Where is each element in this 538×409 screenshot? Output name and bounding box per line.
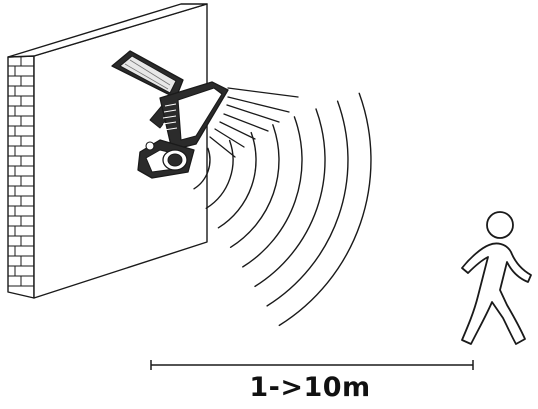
detection-wave-arc bbox=[278, 92, 372, 327]
detection-wave-arc bbox=[217, 131, 257, 229]
detection-wave-arc bbox=[266, 100, 349, 307]
detection-wave-arc bbox=[242, 116, 303, 268]
light-rays bbox=[209, 87, 299, 158]
detection-wave-arc bbox=[254, 108, 326, 288]
detection-wave-arc bbox=[193, 147, 211, 190]
detection-wave-arc bbox=[229, 124, 280, 248]
walking-person-icon bbox=[461, 211, 532, 345]
distance-line bbox=[150, 360, 474, 370]
motion-detection-waves bbox=[193, 92, 372, 327]
solar-motion-sensor-light bbox=[111, 50, 229, 179]
detection-wave-arc bbox=[205, 139, 234, 209]
distance-label: 1->10m bbox=[249, 372, 371, 403]
